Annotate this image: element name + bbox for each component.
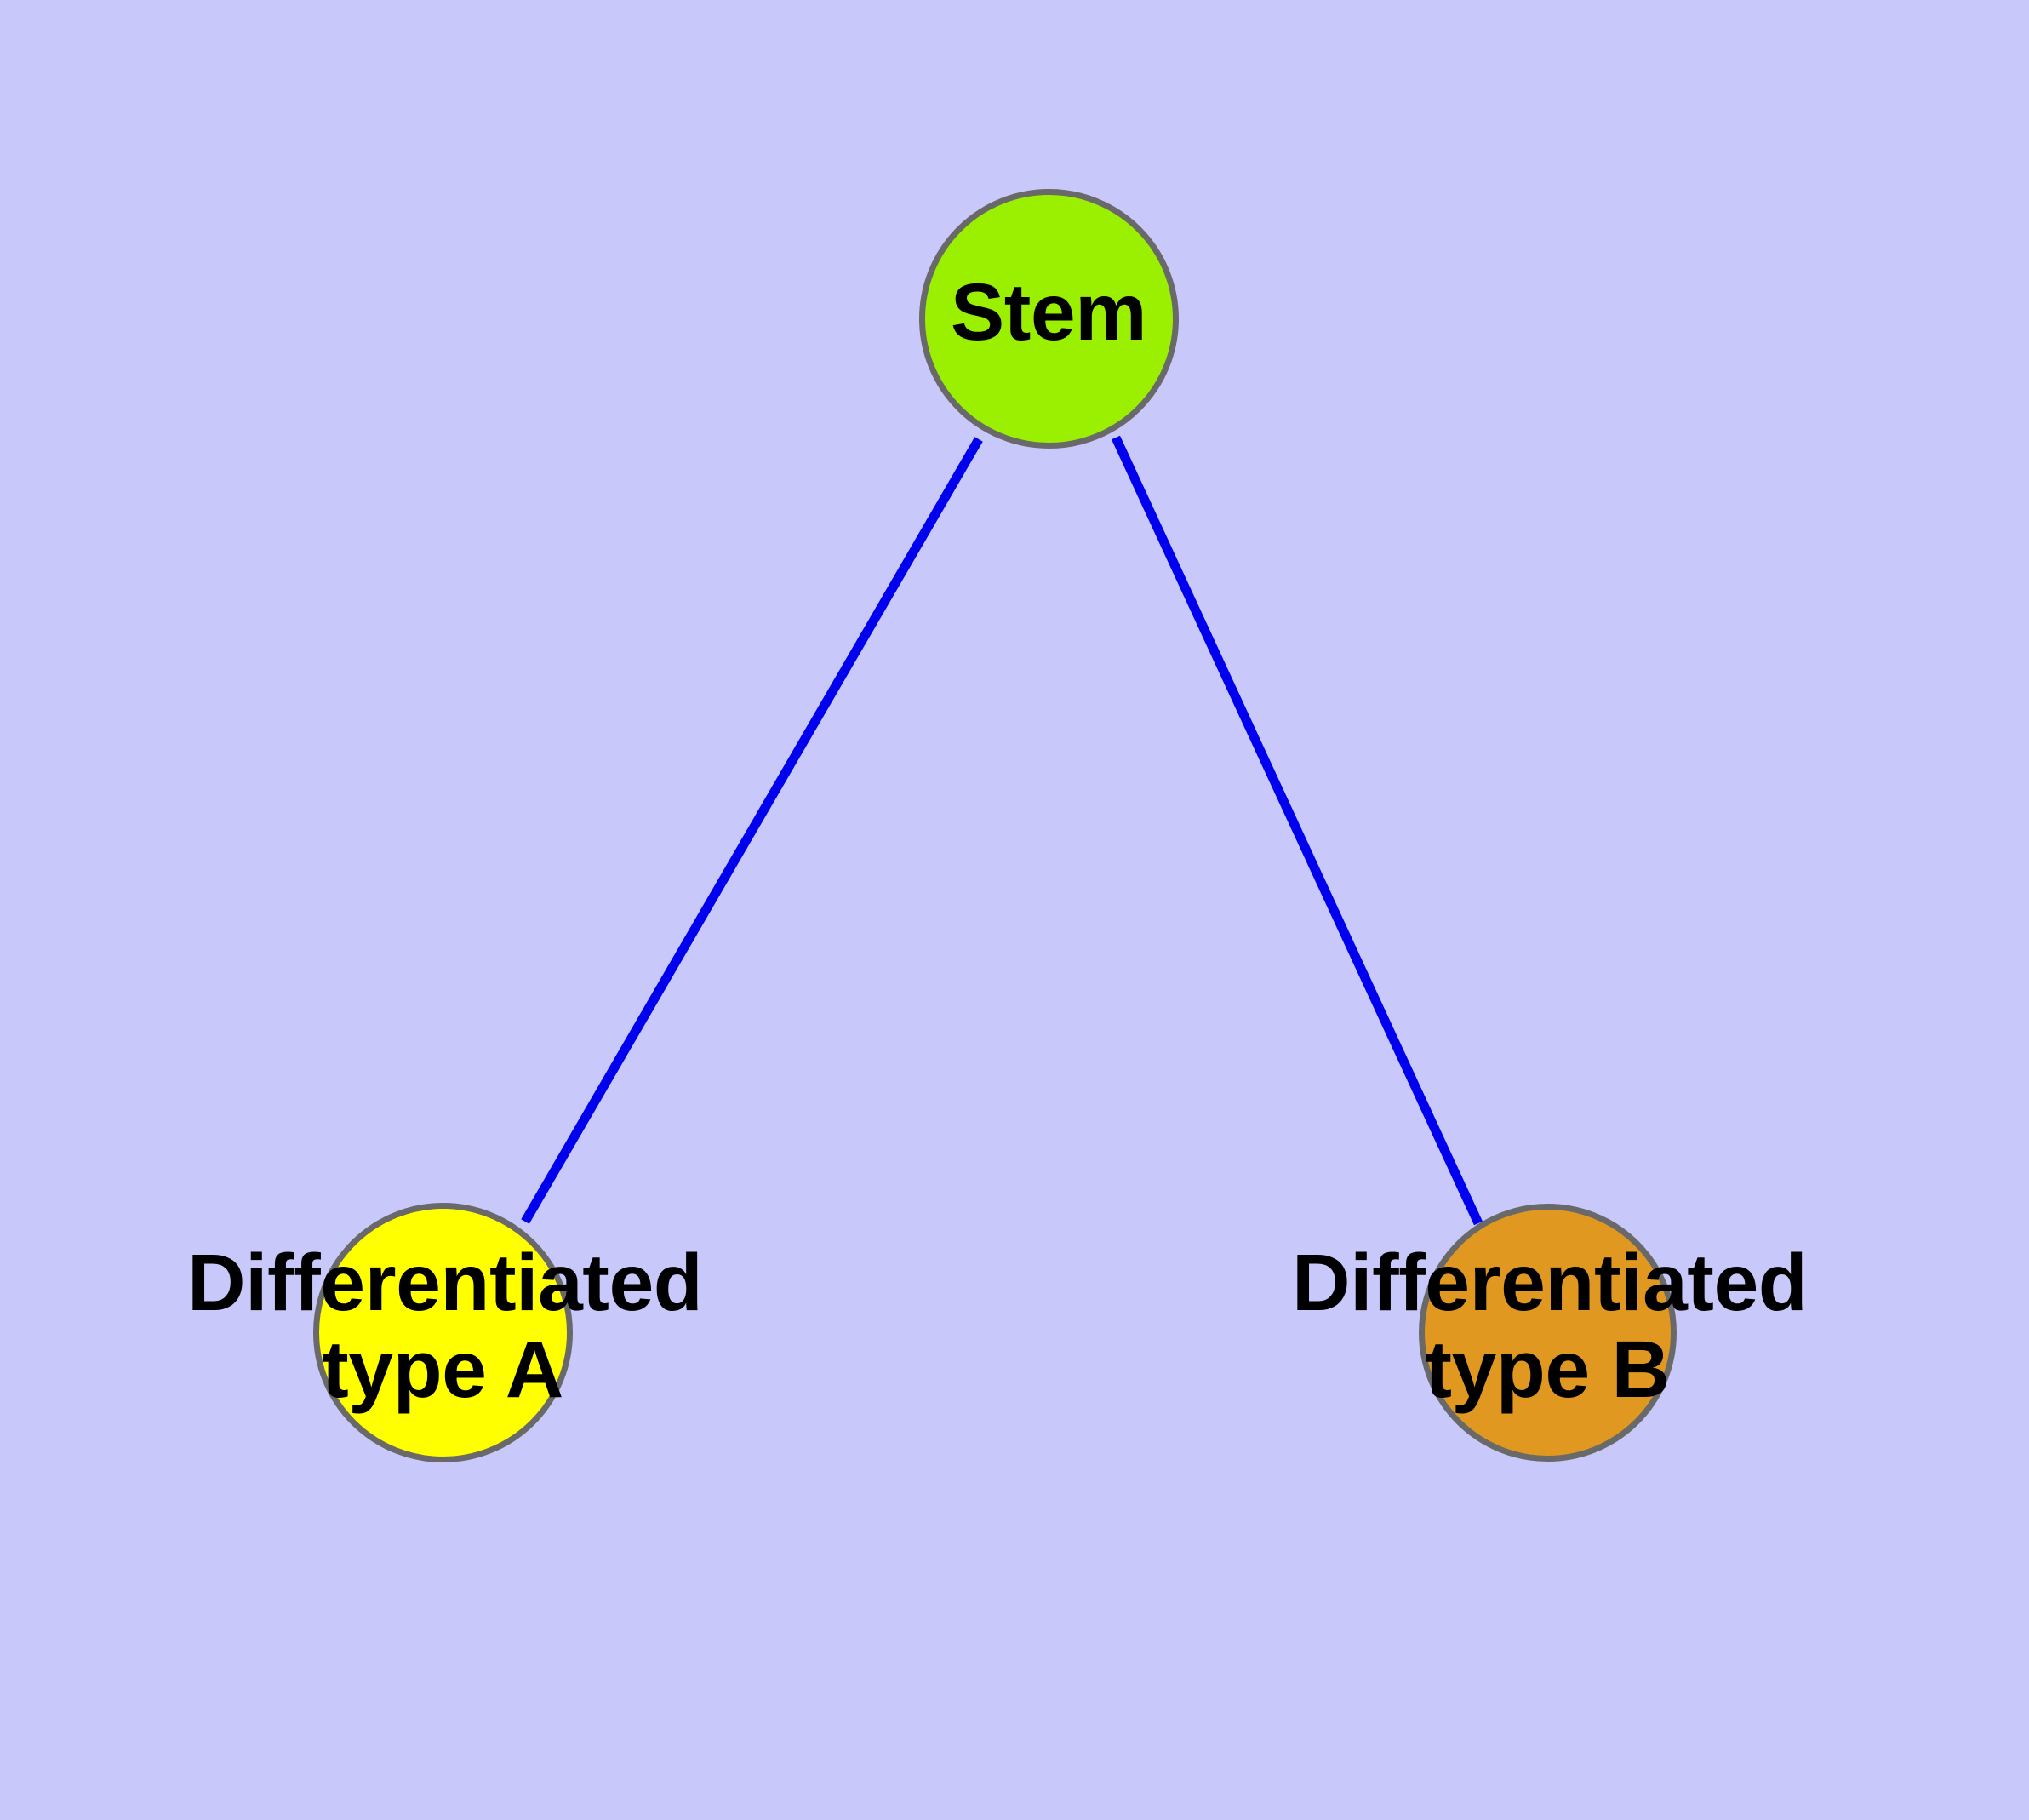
edge-stem-to-differentiated-type-b[interactable] <box>1112 435 1483 1226</box>
node-stem[interactable] <box>918 188 1179 449</box>
node-differentiated-type-b[interactable] <box>1418 1203 1677 1462</box>
edge-stem-to-differentiated-type-a[interactable] <box>521 437 983 1224</box>
node-differentiated-type-a[interactable] <box>312 1202 573 1462</box>
